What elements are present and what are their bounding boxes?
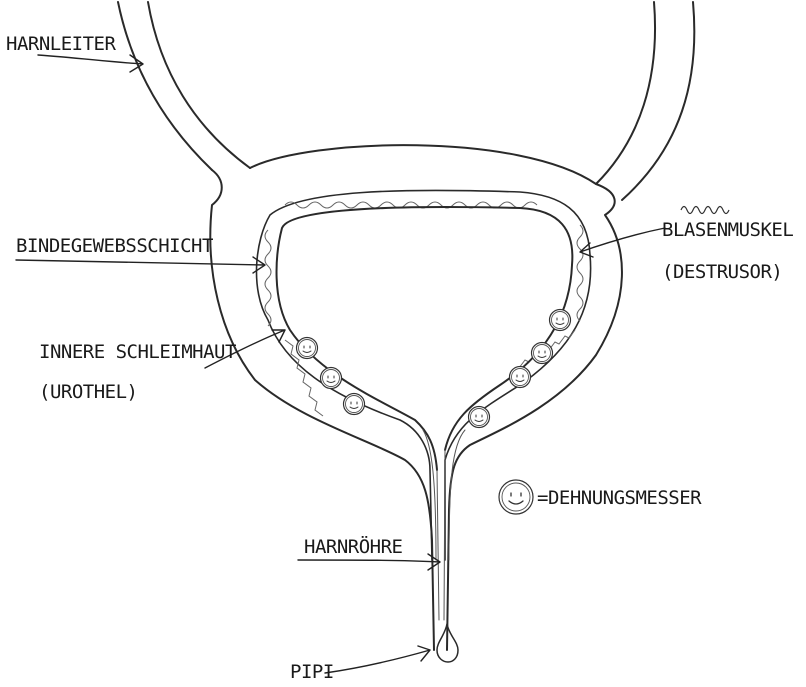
label-muscle-line2: (DESTRUSOR) xyxy=(662,261,782,283)
label-urethra: HARNRÖHRE xyxy=(304,535,403,558)
label-ureter: HARNLEITER xyxy=(6,33,116,55)
label-urothelium-line2: (UROTHEL) xyxy=(39,381,137,403)
smiley-sensor-icon xyxy=(499,480,533,514)
sensor-1 xyxy=(297,338,318,359)
left-ureter xyxy=(118,2,250,170)
label-connective-tissue: BINDEGEWEBSSCHICHT xyxy=(16,235,213,257)
right-ureter xyxy=(596,2,694,200)
squiggle-icon xyxy=(681,207,729,214)
sensor-4 xyxy=(550,310,571,331)
sensor-2 xyxy=(321,368,342,389)
sensor-5 xyxy=(532,343,553,364)
sensor-7 xyxy=(469,407,490,428)
label-urine: PIPI xyxy=(290,661,334,683)
muscle-texture xyxy=(265,202,583,416)
sensor-6 xyxy=(510,367,531,388)
bladder-inner-lumen xyxy=(277,207,573,470)
label-legend: =DEHNUNGSMESSER xyxy=(537,487,702,509)
label-muscle-line1: BLASENMUSKEL xyxy=(662,219,793,241)
label-urothelium-line1: INNERE SCHLEIMHAUT xyxy=(39,341,236,363)
sensor-3 xyxy=(344,394,365,415)
